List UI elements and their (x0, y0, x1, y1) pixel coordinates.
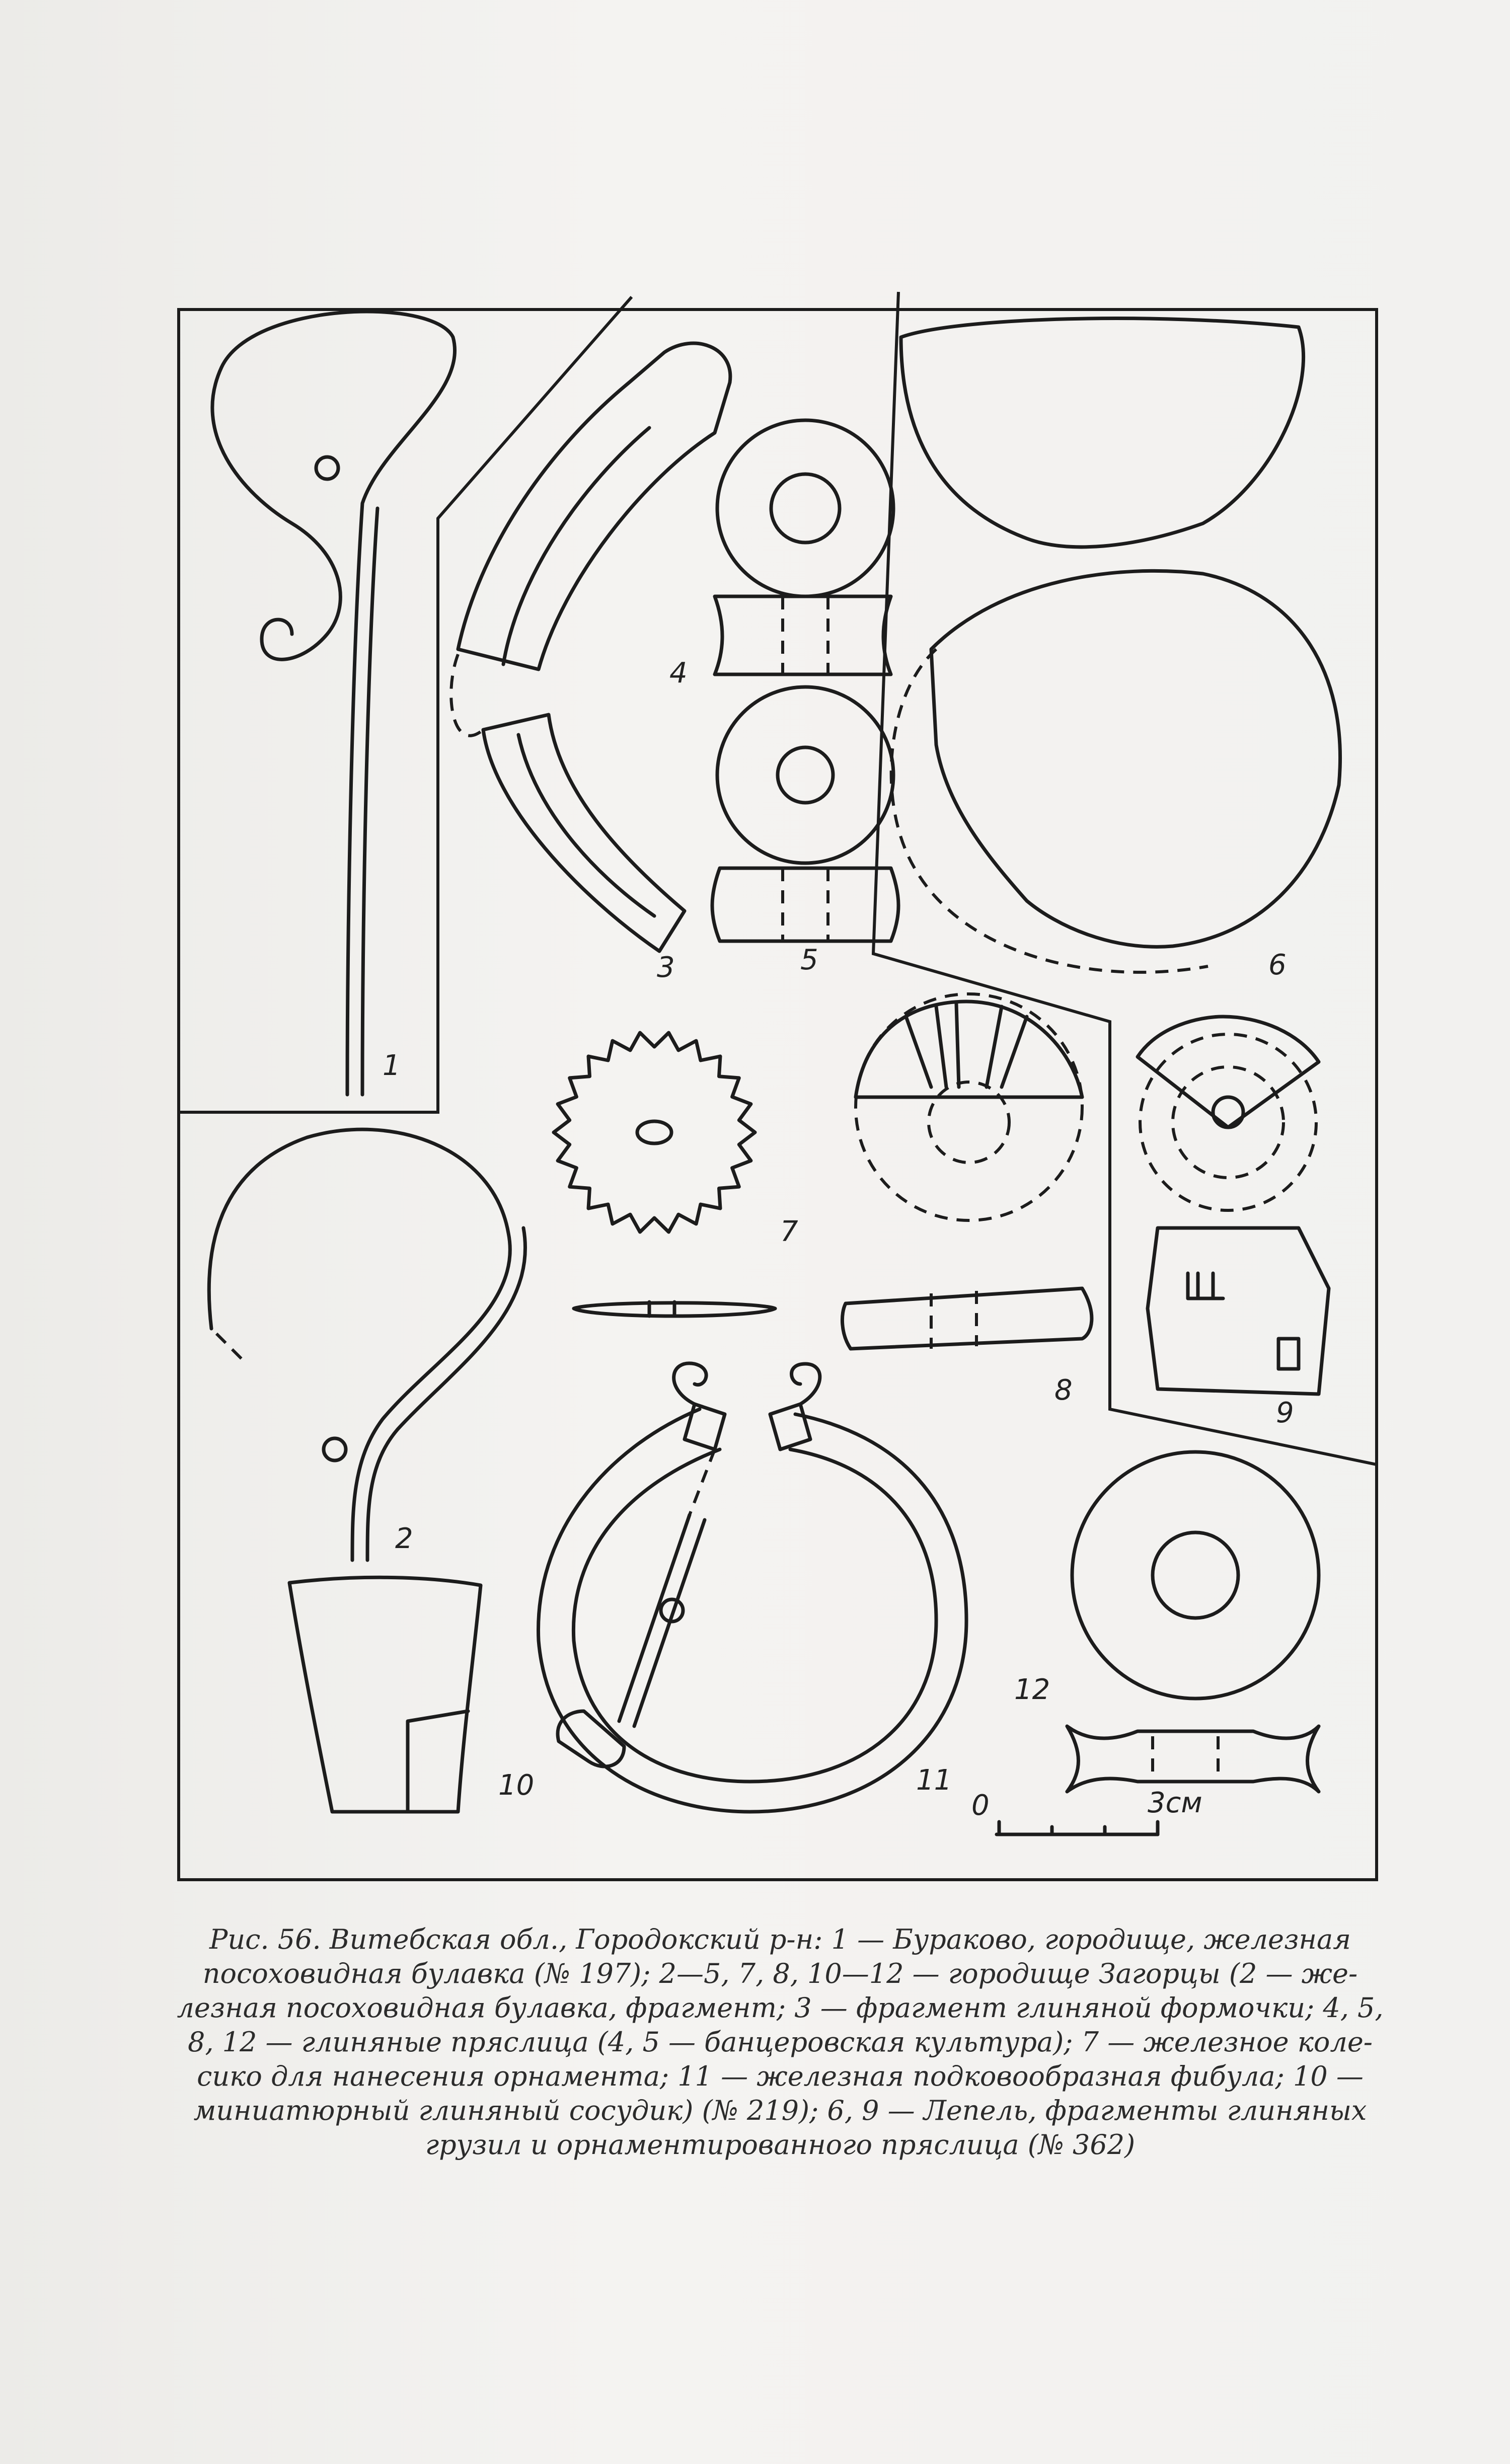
label-11: 11 (916, 1764, 952, 1797)
artifact-1-pin (210, 310, 457, 1097)
artifact-4-spindle-whorl (713, 418, 895, 676)
label-4: 4 (669, 657, 688, 689)
artifact-10-miniature-vessel (287, 1575, 483, 1814)
scale-label-end: 3см (1148, 1787, 1202, 1819)
artifact-8-spindle-whorl (840, 992, 1094, 1351)
label-5: 5 (800, 944, 818, 976)
label-9: 9 (1276, 1397, 1294, 1429)
panel-divider-left (179, 296, 633, 1114)
artifact-9-ornamented-whorl (1136, 1015, 1331, 1396)
panel-divider-right (871, 291, 1377, 1466)
caption-line: грузил и орнаментированного пряслица (№ … (425, 2129, 1136, 2161)
artifact-12-spindle-whorl (1065, 1450, 1321, 1794)
label-8: 8 (1054, 1374, 1073, 1407)
figure-caption: Рис. 56. Витебская обл., Городокский р-н… (171, 1922, 1389, 2162)
scale-bar (995, 1820, 1160, 1836)
label-2: 2 (395, 1522, 413, 1555)
label-3: 3 (657, 951, 675, 984)
label-10: 10 (498, 1769, 535, 1802)
artifact-2-pin-fragment (207, 1127, 527, 1562)
artifact-6-weight-fragment (889, 317, 1342, 974)
label-7: 7 (780, 1215, 798, 1248)
caption-line: Рис. 56. Витебская обл., Городокский р-н… (209, 1923, 1351, 1955)
caption-line: лезная посоховидная булавка, фрагмент; 3… (177, 1992, 1384, 2024)
plate-frame (177, 308, 1378, 1881)
artifact-11-fibula (537, 1361, 968, 1814)
label-1: 1 (383, 1049, 401, 1082)
artifact-3-mould-fragment (449, 341, 732, 953)
artifact-7-toothed-wheel (552, 1031, 777, 1318)
caption-line: посоховидная булавка (№ 197); 2—5, 7, 8,… (202, 1958, 1358, 1989)
caption-line: миниатюрный глиняный сосудик) (№ 219); 6… (193, 2095, 1367, 2126)
label-12: 12 (1014, 1673, 1050, 1706)
caption-line: сико для нанесения орнамента; 11 — желез… (197, 2060, 1364, 2092)
figure-plate (177, 291, 1378, 1881)
artifact-5-spindle-whorl (710, 685, 900, 943)
scale-label-start: 0 (971, 1789, 990, 1822)
caption-line: 8, 12 — глиняные пряслица (4, 5 — банцер… (187, 2026, 1373, 2058)
label-6: 6 (1268, 949, 1287, 981)
